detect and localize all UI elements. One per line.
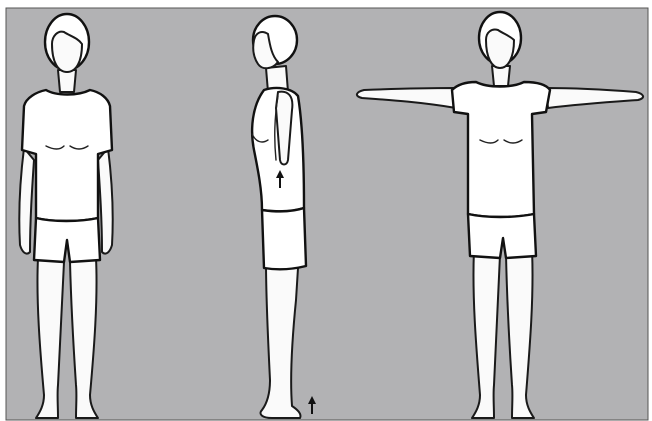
arms-out-neck xyxy=(492,66,510,86)
side-shorts xyxy=(262,208,306,269)
arms-out-shorts xyxy=(468,214,536,258)
front-shirt xyxy=(22,90,112,221)
front-neck xyxy=(58,70,76,92)
